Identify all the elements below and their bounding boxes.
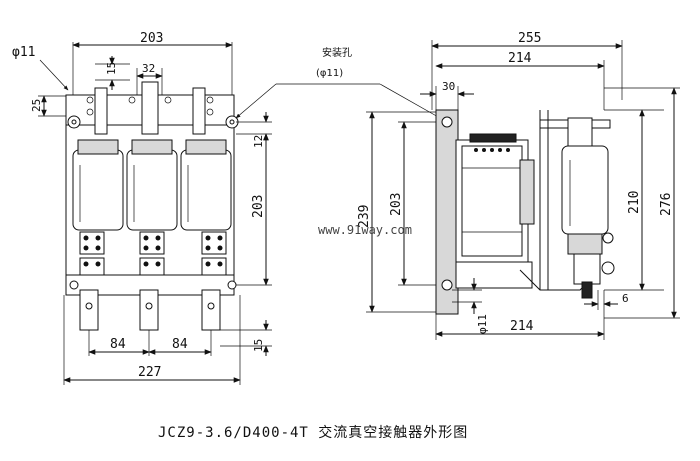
dim-mount-spacing-front: 203: [251, 195, 266, 218]
dim-side-height-276: 276: [659, 193, 674, 216]
mounting-hole-note: 安装孔 (φ11): [235, 46, 441, 119]
dim-side-height-203: 203: [389, 193, 404, 216]
dim-offset-6: 6: [622, 292, 629, 305]
dim-hole-diameter-side: φ11: [476, 314, 489, 334]
dim-side-depth: 255: [518, 31, 541, 46]
watermark: www.91way.com: [318, 223, 412, 237]
dim-side-height-239: 239: [357, 205, 372, 228]
interrupter-phase-a: [72, 149, 124, 231]
dim-front-width: 203: [140, 31, 163, 46]
top-terminal-side: [567, 117, 593, 147]
dim-pole-width: 32: [142, 62, 155, 75]
dim-hole-diameter-front: φ11: [12, 45, 35, 60]
dim-side-depth-upper: 214: [508, 51, 532, 66]
interrupter-phase-b: [126, 149, 178, 231]
interrupter-side: [561, 145, 609, 235]
dim-offset-25: 25: [30, 99, 43, 112]
side-view: 255 214 30 239 203: [357, 31, 680, 340]
bus-bar-right: [201, 289, 221, 331]
dim-side-height-210: 210: [627, 191, 642, 214]
dim-side-depth-lower: 214: [510, 319, 534, 334]
note-line-1: 安装孔: [322, 46, 352, 59]
dim-bottom-offset-15: 15: [252, 339, 265, 352]
dim-flange: 30: [442, 80, 455, 93]
note-line-2: (φ11): [316, 68, 343, 79]
dim-pitch-left: 84: [110, 337, 126, 352]
dim-offset-15: 15: [105, 62, 118, 75]
drawing-caption: JCZ9-3.6/D400-4T 交流真空接触器外形图: [158, 424, 468, 441]
dim-offset-12: 12: [252, 135, 265, 148]
dim-pitch-right: 84: [172, 337, 188, 352]
front-view: 203 φ11 15 32 25: [12, 31, 272, 385]
bus-bar-center: [139, 289, 159, 331]
interrupter-phase-c: [180, 149, 232, 231]
dim-base-width: 227: [138, 365, 161, 380]
mount-hole-top-left: [67, 115, 81, 129]
bus-bar-left: [79, 289, 99, 331]
